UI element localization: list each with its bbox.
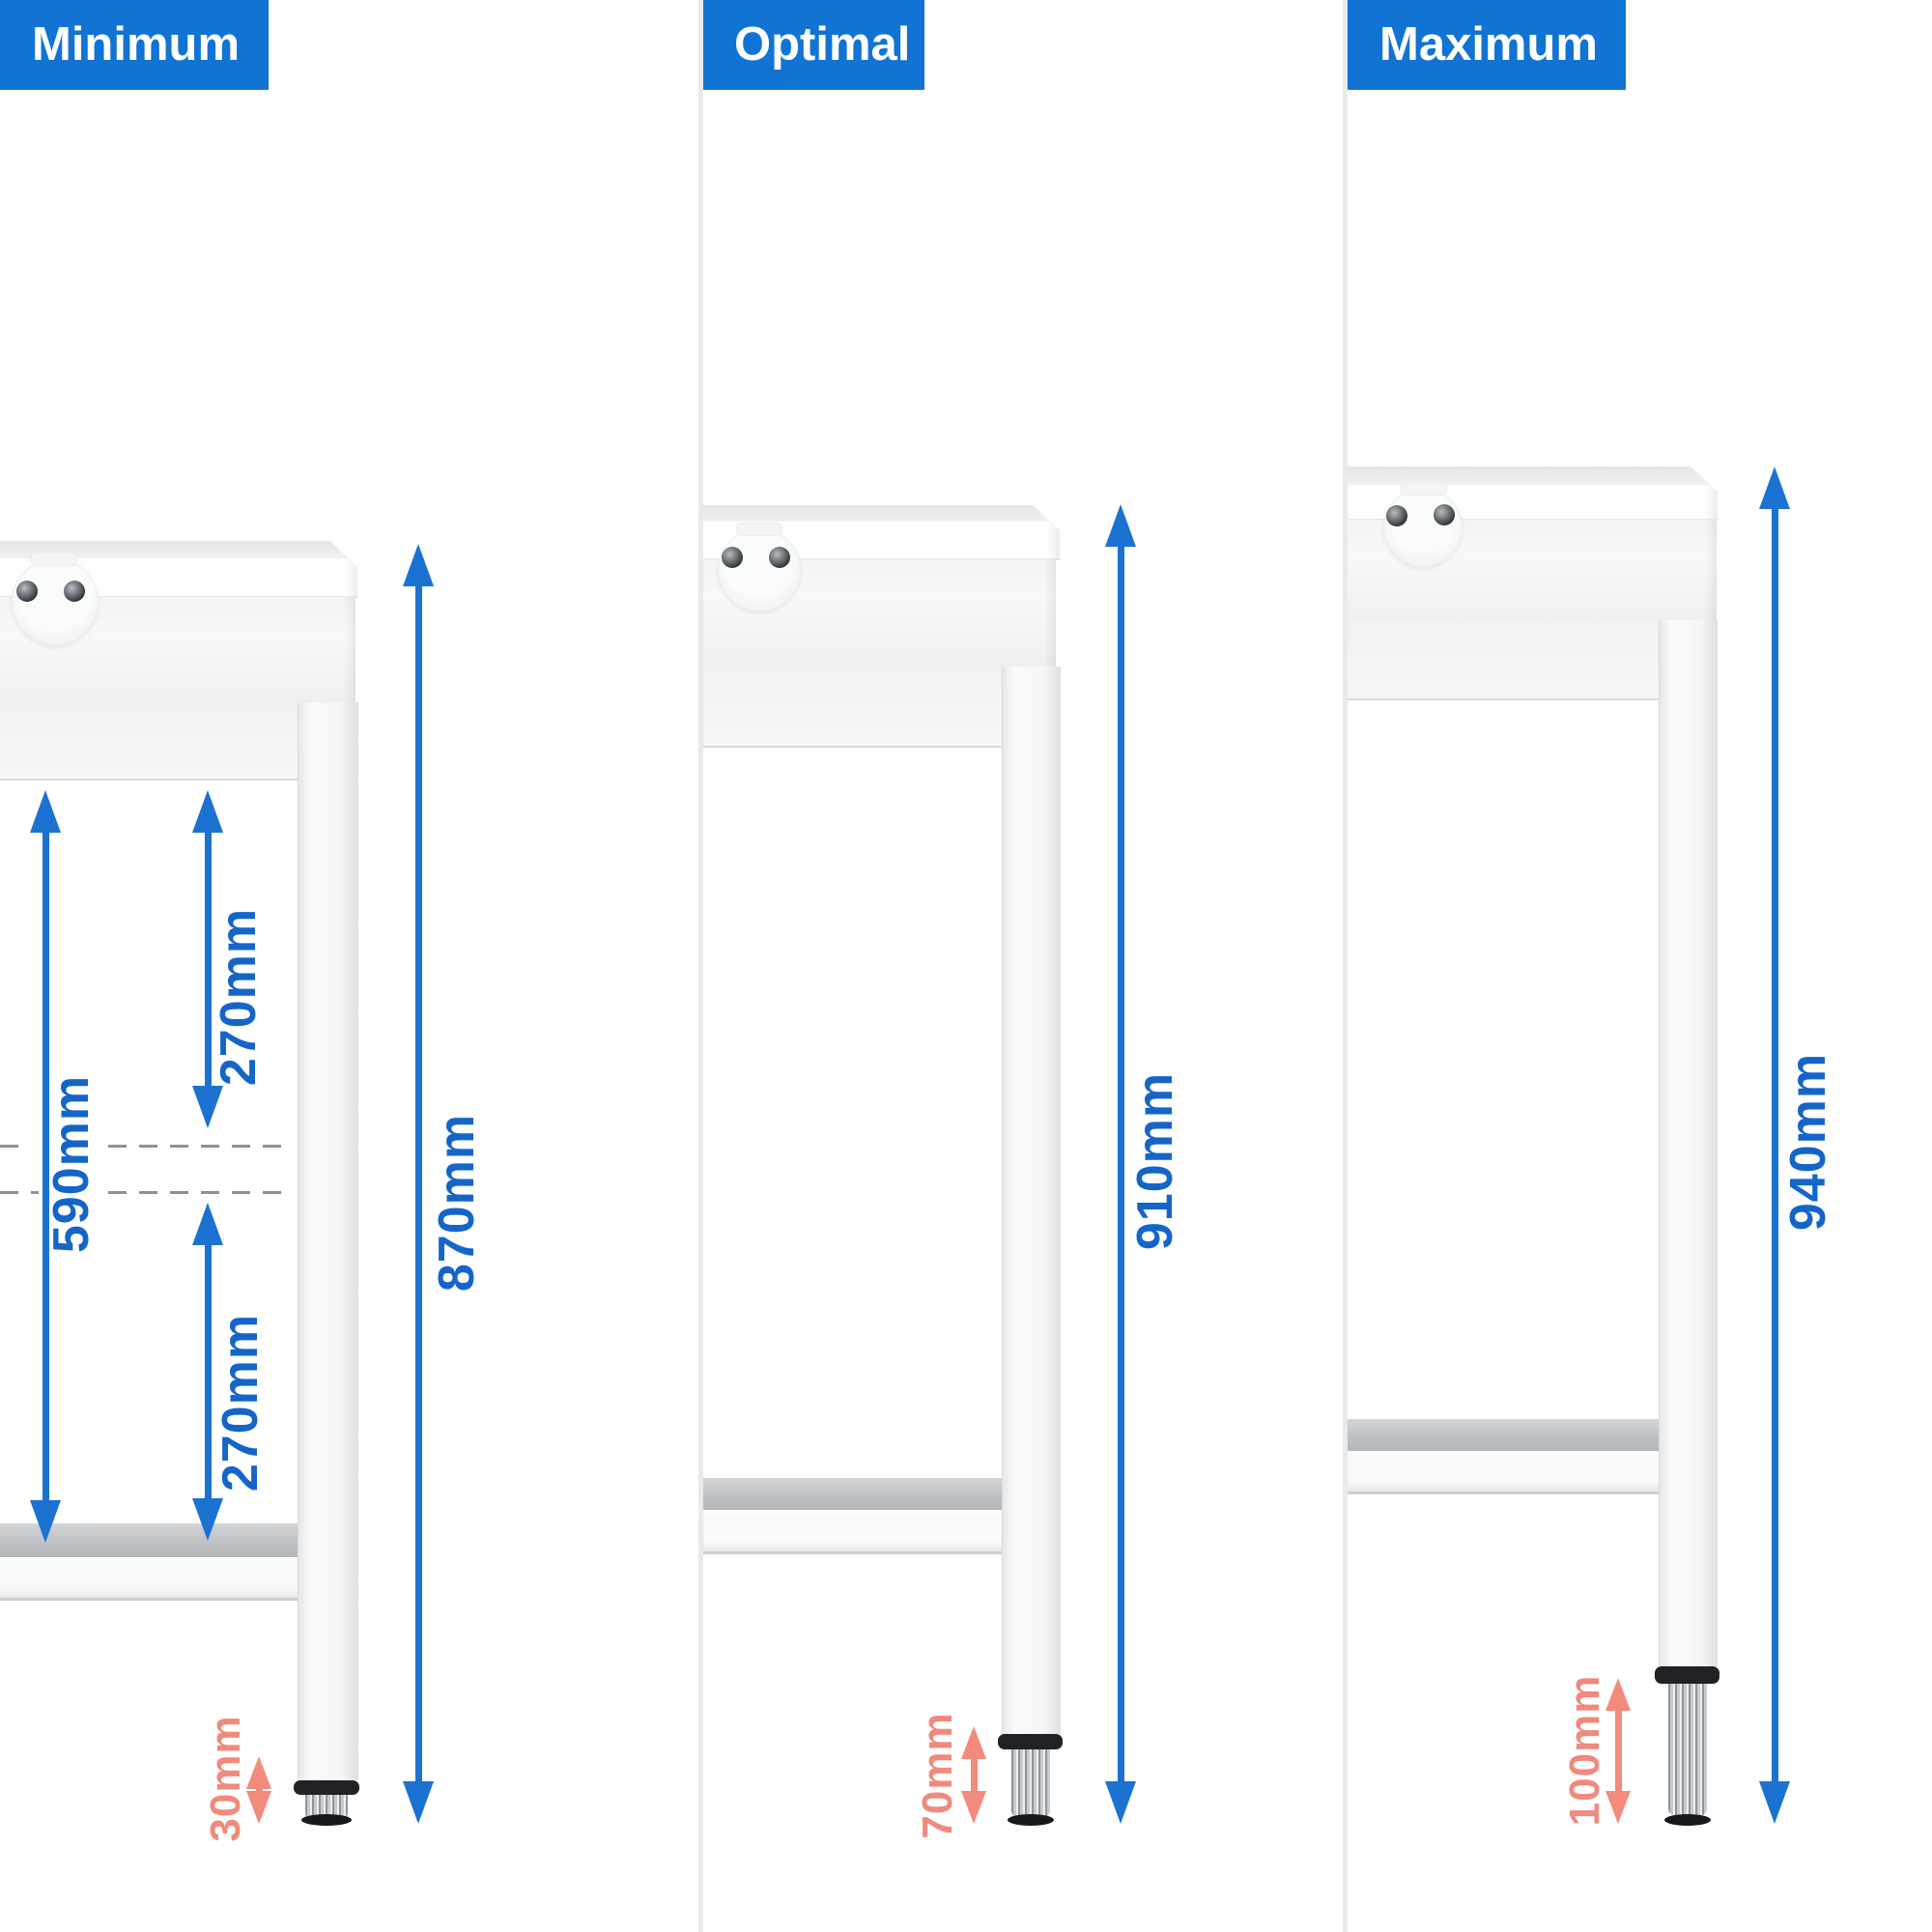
panel-divider bbox=[698, 0, 703, 1932]
adjustable-foot-cylinder bbox=[1011, 1749, 1050, 1818]
foot-cap bbox=[998, 1734, 1063, 1749]
foot-cap bbox=[1655, 1666, 1719, 1684]
shelf-level-dashed-line bbox=[0, 1145, 19, 1148]
dim-label-total: 910mm bbox=[1127, 1071, 1183, 1251]
apron-edge bbox=[1044, 559, 1056, 668]
dim-arrow-lower bbox=[205, 1237, 212, 1506]
foot-base bbox=[301, 1814, 352, 1826]
bracket-tab bbox=[31, 553, 77, 566]
dim-label-total: 940mm bbox=[1780, 1052, 1836, 1232]
apron-edge bbox=[1705, 520, 1717, 621]
arrowhead-down-icon bbox=[192, 1498, 223, 1541]
screw-icon bbox=[1434, 504, 1455, 526]
arrowhead-down-icon bbox=[1605, 1791, 1631, 1824]
shelf-level-dashed-line bbox=[0, 1191, 39, 1194]
lower-shelf-rail bbox=[1348, 1451, 1659, 1494]
arrowhead-down-icon bbox=[30, 1500, 61, 1543]
mounting-bracket bbox=[718, 528, 801, 611]
arrowhead-down-icon bbox=[192, 1086, 223, 1128]
dim-label-upper: 270mm bbox=[211, 907, 267, 1087]
under-frame-shadow bbox=[1348, 620, 1659, 700]
shelf-level-dashed-line bbox=[108, 1191, 292, 1194]
lower-shelf-rail bbox=[0, 1557, 298, 1601]
mounting-bracket bbox=[1383, 488, 1463, 567]
dim-arrow-total bbox=[415, 579, 422, 1789]
arrowhead-down-icon bbox=[961, 1791, 986, 1824]
arrowhead-down-icon bbox=[403, 1781, 434, 1824]
foot-base bbox=[1008, 1814, 1054, 1826]
dim-label-interior: 590mm bbox=[43, 1074, 99, 1254]
arrowhead-down-icon bbox=[1759, 1781, 1790, 1824]
shelf-level-dashed-line bbox=[108, 1145, 292, 1148]
header-badge-optimal: Optimal bbox=[703, 0, 924, 90]
lower-shelf-surface bbox=[1348, 1419, 1659, 1451]
dim-label-foot: 30mm bbox=[202, 1715, 249, 1842]
panel-divider bbox=[1343, 0, 1348, 1932]
dim-arrow-total bbox=[1118, 539, 1124, 1789]
table-leg bbox=[298, 702, 358, 1780]
screw-icon bbox=[769, 547, 790, 568]
apron-edge bbox=[344, 597, 355, 703]
screw-icon bbox=[1386, 505, 1407, 526]
screw-icon bbox=[722, 547, 743, 568]
dim-label-lower: 270mm bbox=[213, 1313, 269, 1492]
tabletop-bevel bbox=[1348, 467, 1718, 485]
dim-arrow-total bbox=[1772, 501, 1778, 1789]
dim-arrow-interior bbox=[43, 825, 49, 1508]
dim-label-foot: 100mm bbox=[1561, 1674, 1608, 1827]
dim-arrow-upper bbox=[205, 825, 212, 1094]
arrowhead-down-icon bbox=[1105, 1781, 1136, 1824]
dim-label-foot: 70mm bbox=[914, 1712, 961, 1839]
header-badge-minimum: Minimum bbox=[0, 0, 269, 90]
tabletop-edge bbox=[1706, 467, 1718, 519]
screw-icon bbox=[16, 581, 38, 602]
dim-arrow-foot bbox=[971, 1753, 978, 1797]
tabletop-bevel bbox=[0, 541, 357, 558]
arrowhead-down-icon bbox=[246, 1791, 271, 1824]
under-frame-shadow bbox=[703, 667, 1002, 748]
foot-cap bbox=[294, 1780, 359, 1795]
lower-shelf-rail bbox=[703, 1510, 1002, 1554]
adjustable-foot-cylinder bbox=[1668, 1684, 1707, 1816]
bracket-tab bbox=[1401, 482, 1447, 496]
under-frame-shadow bbox=[0, 702, 298, 781]
tabletop-bevel bbox=[703, 505, 1060, 522]
lower-shelf-surface bbox=[703, 1478, 1002, 1510]
dim-arrow-foot bbox=[1615, 1707, 1622, 1794]
tabletop-edge bbox=[346, 541, 357, 596]
mounting-bracket bbox=[12, 558, 99, 645]
table-leg bbox=[1659, 620, 1718, 1666]
dim-label-total: 870mm bbox=[429, 1113, 485, 1293]
header-badge-maximum: Maximum bbox=[1348, 0, 1626, 90]
screw-icon bbox=[64, 581, 85, 602]
arrowhead-up-icon bbox=[1605, 1678, 1631, 1711]
tabletop-edge bbox=[1048, 505, 1060, 558]
table-leg bbox=[1002, 667, 1061, 1734]
bracket-tab bbox=[736, 523, 782, 536]
dim-arrow-foot bbox=[256, 1782, 263, 1796]
foot-base bbox=[1664, 1814, 1711, 1826]
